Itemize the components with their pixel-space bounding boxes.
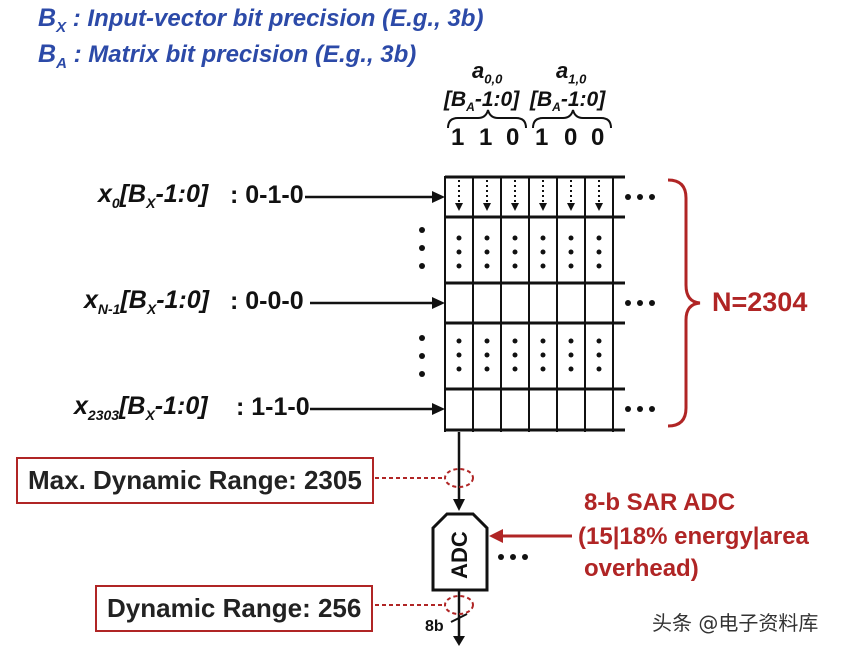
adc-output-arrowhead xyxy=(453,636,465,646)
n-brace xyxy=(667,178,701,428)
input-x0-label: x0[BX-1:0] xyxy=(98,180,209,211)
input-arrowhead-x2303 xyxy=(432,403,445,415)
ellipsis-dots-grid xyxy=(419,194,655,560)
max-range-marker xyxy=(444,468,474,488)
watermark: 头条 @电子资料库 xyxy=(652,611,819,635)
adc-output-bits: 8b xyxy=(425,618,444,635)
adc-note-line2: (15|18% energy|area xyxy=(578,523,809,550)
bit-a10-2: 1 xyxy=(535,124,549,151)
input-arrowhead-x0 xyxy=(432,191,445,203)
adc-note: 8-b SAR ADC xyxy=(584,489,736,516)
input-xn1-label: xN-1[BX-1:0] xyxy=(84,286,209,317)
input-x2303-label: x2303[BX-1:0] xyxy=(74,392,208,423)
n-label: N=2304 xyxy=(712,287,808,317)
legend-bx: BX : Input-vector bit precision (E.g., 3… xyxy=(38,4,484,36)
bit-a00-0: 0 xyxy=(506,124,520,151)
adc-note-arrowhead xyxy=(489,529,503,543)
adc-label: ADC xyxy=(447,531,472,579)
column-a00-range: [BA-1:0] xyxy=(444,88,520,115)
brace-a10 xyxy=(532,109,612,129)
adc-note-line3: overhead) xyxy=(584,555,699,582)
input-arrowhead-xn1 xyxy=(432,297,445,309)
bit-a00-2: 1 xyxy=(451,124,465,151)
column-a10-label: a1,0 xyxy=(556,58,587,87)
column-a00-label: a0,0 xyxy=(472,58,503,87)
input-arrows xyxy=(305,195,434,411)
column-lines xyxy=(444,176,614,432)
input-x0-value: : 0-1-0 xyxy=(230,181,304,209)
bitline-arrowhead xyxy=(453,499,465,511)
adc-bus-slash xyxy=(450,613,468,623)
input-xn1-value: : 0-0-0 xyxy=(230,287,304,315)
input-x2303-value: : 1-1-0 xyxy=(236,393,310,421)
column-a10-range: [BA-1:0] xyxy=(530,88,606,115)
bit-a10-0: 0 xyxy=(591,124,605,151)
adc-block xyxy=(431,512,489,592)
dynamic-range-box: Dynamic Range: 256 xyxy=(95,585,374,632)
max-dynamic-range-box: Max. Dynamic Range: 2305 xyxy=(16,457,374,504)
bit-a00-1: 1 xyxy=(479,124,493,151)
bit-a10-1: 0 xyxy=(564,124,578,151)
bit-arrows xyxy=(458,180,600,205)
bit-arrowheads xyxy=(455,203,603,211)
brace-a00 xyxy=(447,109,527,129)
legend-ba: BA : Matrix bit precision (E.g., 3b) xyxy=(38,40,417,72)
range-marker xyxy=(444,595,474,615)
row-lines xyxy=(445,175,625,432)
